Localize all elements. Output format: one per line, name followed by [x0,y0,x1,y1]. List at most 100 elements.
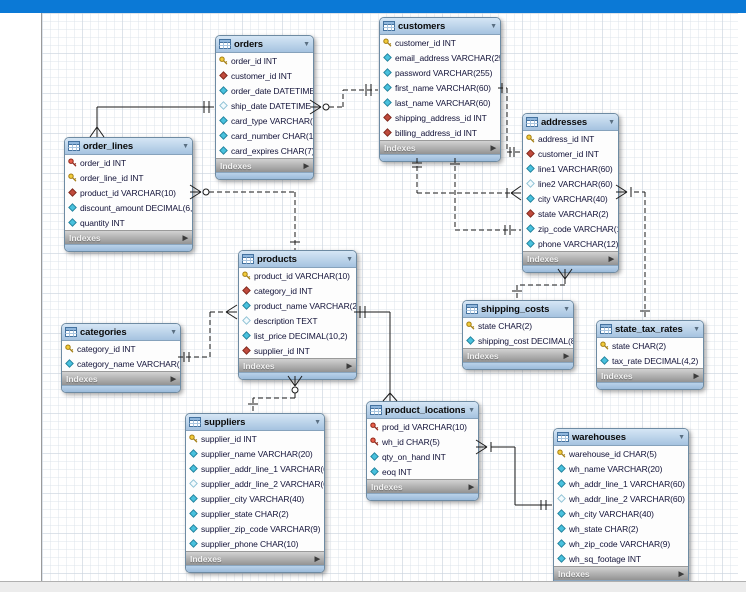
column-row[interactable]: warehouse_id CHAR(5) [554,446,688,461]
column-row[interactable]: wh_city VARCHAR(40) [554,506,688,521]
column-row[interactable]: category_id INT [239,283,356,298]
column-row[interactable]: card_expires CHAR(7) [216,143,313,158]
column-row[interactable]: supplier_addr_line_1 VARCHAR(60) [186,461,324,476]
table-header-categories[interactable]: categories▼ [62,324,180,341]
column-row[interactable]: address_id INT [523,131,618,146]
collapse-arrow-icon[interactable]: ▼ [678,433,685,441]
column-row[interactable]: wh_id CHAR(5) [367,434,478,449]
column-row[interactable]: supplier_state CHAR(2) [186,506,324,521]
column-row[interactable]: eoq INT [367,464,478,479]
column-row[interactable]: wh_state CHAR(2) [554,521,688,536]
column-row[interactable]: qty_on_hand INT [367,449,478,464]
table-header-products[interactable]: products▼ [239,251,356,268]
column-row[interactable]: order_date DATETIME [216,83,313,98]
table-products[interactable]: products▼product_id VARCHAR(10)category_… [238,250,357,380]
column-row[interactable]: product_name VARCHAR(255) [239,298,356,313]
column-row[interactable]: supplier_id INT [186,431,324,446]
expand-arrow-icon[interactable]: ▶ [346,362,352,370]
indexes-section[interactable]: Indexes▶ [239,358,356,372]
column-row[interactable]: wh_addr_line_2 VARCHAR(60) [554,491,688,506]
column-row[interactable]: shipping_cost DECIMAL(8,2) [463,333,573,348]
collapse-arrow-icon[interactable]: ▼ [490,22,497,30]
column-row[interactable]: discount_amount DECIMAL(6,2) [65,200,192,215]
table-state_tax_rates[interactable]: state_tax_rates▼state CHAR(2)tax_rate DE… [596,320,704,390]
column-row[interactable]: supplier_city VARCHAR(40) [186,491,324,506]
indexes-section[interactable]: Indexes▶ [554,566,688,580]
column-row[interactable]: ship_date DATETIME [216,98,313,113]
column-row[interactable]: phone VARCHAR(12) [523,236,618,251]
table-header-customers[interactable]: customers▼ [380,18,500,35]
collapse-arrow-icon[interactable]: ▼ [303,40,310,48]
indexes-section[interactable]: Indexes▶ [463,348,573,362]
indexes-section[interactable]: Indexes▶ [216,158,313,172]
column-row[interactable]: customer_id INT [523,146,618,161]
expand-arrow-icon[interactable]: ▶ [314,555,320,563]
indexes-section[interactable]: Indexes▶ [597,368,703,382]
table-header-shipping_costs[interactable]: shipping_costs▼ [463,301,573,318]
column-row[interactable]: line1 VARCHAR(60) [523,161,618,176]
column-row[interactable]: wh_name VARCHAR(20) [554,461,688,476]
column-row[interactable]: supplier_zip_code VARCHAR(9) [186,521,324,536]
column-row[interactable]: card_type VARCHAR(50) [216,113,313,128]
table-header-warehouses[interactable]: warehouses▼ [554,429,688,446]
column-row[interactable]: line2 VARCHAR(60) [523,176,618,191]
column-row[interactable]: category_id INT [62,341,180,356]
column-row[interactable]: wh_sq_footage INT [554,551,688,566]
column-row[interactable]: city VARCHAR(40) [523,191,618,206]
column-row[interactable]: card_number CHAR(16) [216,128,313,143]
indexes-section[interactable]: Indexes▶ [62,371,180,385]
column-row[interactable]: state CHAR(2) [463,318,573,333]
column-row[interactable]: supplier_addr_line_2 VARCHAR(60) [186,476,324,491]
expand-arrow-icon[interactable]: ▶ [182,234,188,242]
column-row[interactable]: customer_id INT [380,35,500,50]
expand-arrow-icon[interactable]: ▶ [563,352,569,360]
column-row[interactable]: billing_address_id INT [380,125,500,140]
column-row[interactable]: product_id VARCHAR(10) [239,268,356,283]
table-header-orders[interactable]: orders▼ [216,36,313,53]
column-row[interactable]: first_name VARCHAR(60) [380,80,500,95]
column-row[interactable]: zip_code VARCHAR(10) [523,221,618,236]
expand-arrow-icon[interactable]: ▶ [468,483,474,491]
column-row[interactable]: tax_rate DECIMAL(4,2) [597,353,703,368]
table-header-addresses[interactable]: addresses▼ [523,114,618,131]
collapse-arrow-icon[interactable]: ▼ [468,406,475,414]
column-row[interactable]: shipping_address_id INT [380,110,500,125]
table-product_locations[interactable]: product_locations▼prod_id VARCHAR(10)wh_… [366,401,479,501]
column-row[interactable]: order_line_id INT [65,170,192,185]
column-row[interactable]: category_name VARCHAR(255) [62,356,180,371]
column-row[interactable]: customer_id INT [216,68,313,83]
column-row[interactable]: supplier_name VARCHAR(20) [186,446,324,461]
collapse-arrow-icon[interactable]: ▼ [182,142,189,150]
column-row[interactable]: state VARCHAR(2) [523,206,618,221]
expand-arrow-icon[interactable]: ▶ [490,144,496,152]
table-warehouses[interactable]: warehouses▼warehouse_id CHAR(5)wh_name V… [553,428,689,588]
indexes-section[interactable]: Indexes▶ [380,140,500,154]
expand-arrow-icon[interactable]: ▶ [170,375,176,383]
column-row[interactable]: supplier_id INT [239,343,356,358]
collapse-arrow-icon[interactable]: ▼ [608,118,615,126]
collapse-arrow-icon[interactable]: ▼ [693,325,700,333]
collapse-arrow-icon[interactable]: ▼ [563,305,570,313]
column-row[interactable]: supplier_phone CHAR(10) [186,536,324,551]
indexes-section[interactable]: Indexes▶ [65,230,192,244]
column-row[interactable]: description TEXT [239,313,356,328]
table-header-suppliers[interactable]: suppliers▼ [186,414,324,431]
expand-arrow-icon[interactable]: ▶ [693,372,699,380]
collapse-arrow-icon[interactable]: ▼ [346,255,353,263]
expand-arrow-icon[interactable]: ▶ [608,255,614,263]
indexes-section[interactable]: Indexes▶ [186,551,324,565]
table-header-product_locations[interactable]: product_locations▼ [367,402,478,419]
column-row[interactable]: wh_zip_code VARCHAR(9) [554,536,688,551]
column-row[interactable]: email_address VARCHAR(255) [380,50,500,65]
table-header-state_tax_rates[interactable]: state_tax_rates▼ [597,321,703,338]
indexes-section[interactable]: Indexes▶ [367,479,478,493]
table-shipping_costs[interactable]: shipping_costs▼state CHAR(2)shipping_cos… [462,300,574,370]
column-row[interactable]: state CHAR(2) [597,338,703,353]
